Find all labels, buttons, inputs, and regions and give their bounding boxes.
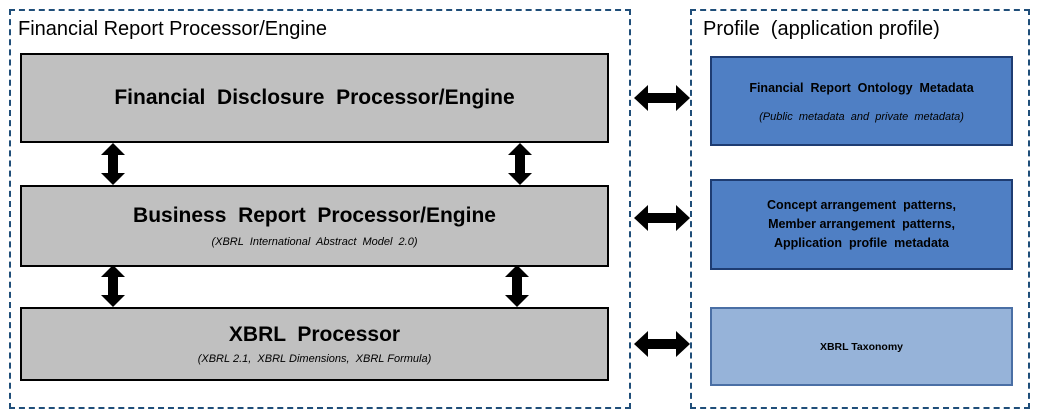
right-panel-title: Profile (application profile)	[703, 18, 940, 40]
double-arrow-vertical-top-right	[508, 143, 532, 185]
double-arrow-horizontal-bottom	[634, 331, 690, 357]
left-panel	[9, 9, 631, 409]
business-report-processor-subtitle: (XBRL International Abstract Model 2.0)	[211, 236, 418, 248]
business-report-processor-title: Business Report Processor/Engine	[133, 204, 496, 227]
arrangement-patterns-box: Concept arrangement patterns, Member arr…	[710, 179, 1013, 270]
xbrl-taxonomy-title: XBRL Taxonomy	[819, 340, 904, 353]
concept-arrangement-patterns-line: Concept arrangement patterns,	[767, 198, 956, 212]
application-profile-metadata-line: Application profile metadata	[773, 236, 950, 250]
financial-disclosure-processor-box: Financial Disclosure Processor/Engine	[20, 53, 609, 143]
xbrl-taxonomy-box: XBRL Taxonomy	[710, 307, 1013, 386]
member-arrangement-patterns-line: Member arrangement patterns,	[768, 217, 955, 231]
financial-disclosure-processor-title: Financial Disclosure Processor/Engine	[114, 86, 515, 109]
double-arrow-horizontal-top	[634, 85, 690, 111]
financial-report-ontology-metadata-subtitle: (Public metadata and private metadata)	[759, 111, 964, 123]
double-arrow-horizontal-middle	[634, 205, 690, 231]
xbrl-processor-subtitle: (XBRL 2.1, XBRL Dimensions, XBRL Formula…	[197, 353, 432, 365]
financial-report-ontology-metadata-box: Financial Report Ontology Metadata (Publ…	[710, 56, 1013, 146]
right-panel	[690, 9, 1030, 409]
xbrl-processor-box: XBRL Processor (XBRL 2.1, XBRL Dimension…	[20, 307, 609, 381]
double-arrow-vertical-bottom-left	[101, 265, 125, 307]
xbrl-processor-title: XBRL Processor	[228, 323, 401, 346]
double-arrow-vertical-top-left	[101, 143, 125, 185]
left-panel-title: Financial Report Processor/Engine	[18, 18, 328, 40]
financial-report-ontology-metadata-title: Financial Report Ontology Metadata	[749, 81, 974, 95]
business-report-processor-box: Business Report Processor/Engine (XBRL I…	[20, 185, 609, 267]
double-arrow-vertical-bottom-right	[505, 265, 529, 307]
